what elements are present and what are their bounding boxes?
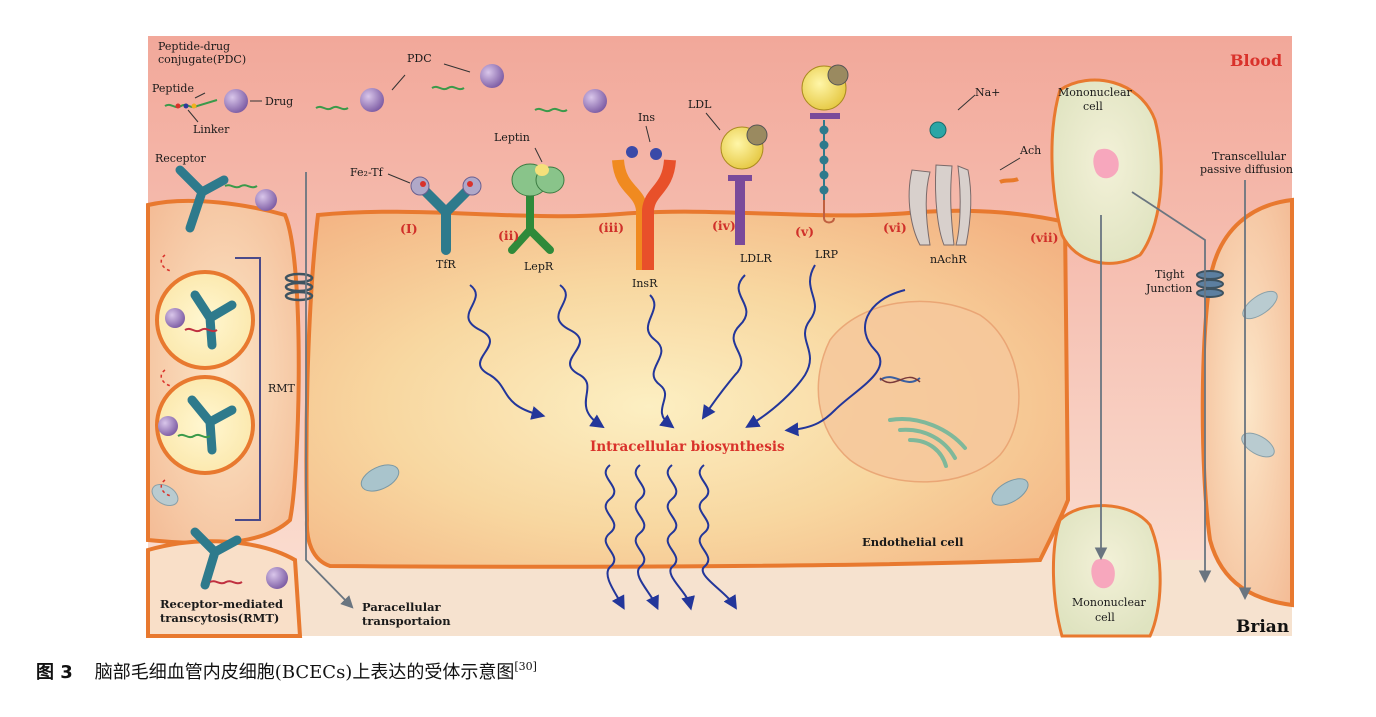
na-ion-icon xyxy=(929,121,947,139)
rmt-bracket xyxy=(235,257,261,521)
left-cell-bottom xyxy=(146,539,303,638)
receptor-name-lepr: LepR xyxy=(524,260,554,273)
blood-label: Blood xyxy=(1230,51,1282,70)
paracellular-line2: transportaion xyxy=(362,614,451,628)
mononuclear-top-line2: cell xyxy=(1083,100,1103,113)
receptor-roman-3: (iii) xyxy=(598,220,624,235)
receptor-roman-4: (iv) xyxy=(712,218,736,233)
leader-lines xyxy=(187,63,1021,184)
receptor-roman-5: (v) xyxy=(795,224,814,239)
paracellular-line1: Paracellular xyxy=(362,600,442,614)
nucleus xyxy=(817,300,1020,483)
ligand-fe2tf: Fe₂-Tf xyxy=(350,166,384,179)
receptor-roman-6: (vi) xyxy=(883,220,907,235)
rmt-caption-line1: Receptor-mediated xyxy=(160,597,283,611)
endothelial-cell-label: Endothelial cell xyxy=(862,535,964,549)
pdc-title-line1: Peptide-drug xyxy=(158,40,230,53)
ligand-leptin: Leptin xyxy=(494,131,530,144)
mononuclear-bottom-line1: Mononuclear xyxy=(1072,596,1147,609)
tight-junction-left xyxy=(284,272,314,302)
transcellular-line1: Transcellular xyxy=(1212,150,1287,163)
tfr-receptor-icon xyxy=(410,176,482,255)
ligand-ach: Ach xyxy=(1019,144,1041,157)
rmt-caption-line2: transcytosis(RMT) xyxy=(160,611,279,625)
receptor-roman-2: (ii) xyxy=(498,228,519,243)
pdc-title-line2: conjugate(PDC) xyxy=(158,53,246,66)
receptor-left-icon xyxy=(175,165,277,233)
ligand-na: Na+ xyxy=(975,86,1000,99)
nachr-channel-icon xyxy=(908,164,972,246)
golgi xyxy=(888,417,967,468)
paracellular-arrow xyxy=(305,172,354,609)
uptake-arrows xyxy=(467,264,906,437)
receptor-label: Receptor xyxy=(155,152,207,165)
mononuclear-nucleus-top xyxy=(1093,148,1119,179)
caption-reference: [30] xyxy=(514,660,537,673)
rmt-label: RMT xyxy=(268,382,296,395)
brain-label: Brian xyxy=(1236,617,1289,637)
linker-label: Linker xyxy=(193,123,230,136)
mononuclear-top-line1: Mononuclear xyxy=(1058,86,1133,99)
ligand-ldl: LDL xyxy=(688,98,712,111)
receptor-roman-1: (I) xyxy=(400,221,418,236)
pdc-legend-icon xyxy=(164,89,248,113)
dna-helix-2 xyxy=(879,376,921,384)
figure-number: 图 3 xyxy=(36,662,73,683)
receptor-name-tfr: TfR xyxy=(436,258,456,271)
tight-junction-line1: Tight xyxy=(1155,268,1185,281)
mononuclear-bottom-line2: cell xyxy=(1095,611,1115,624)
receptor-roman-7: (vii) xyxy=(1030,230,1059,245)
lrp-receptor-icon xyxy=(801,64,849,224)
receptor-bottom-icon xyxy=(190,527,288,590)
caption-text: 脑部毛细血管内皮细胞(BCECs)上表达的受体示意图 xyxy=(94,662,515,683)
export-arrows xyxy=(604,464,737,611)
pdc-label: PDC xyxy=(407,52,432,65)
figure-caption: 图 3 脑部毛细血管内皮细胞(BCECs)上表达的受体示意图[30] xyxy=(36,658,537,684)
pdc-molecule xyxy=(315,64,607,113)
peptide-label: Peptide xyxy=(152,82,194,95)
receptor-name-lrp: LRP xyxy=(815,248,839,261)
ach-molecule-icon xyxy=(999,177,1019,184)
ligand-ins: Ins xyxy=(638,111,655,124)
endothelial-cell xyxy=(304,208,1071,569)
tight-junction-right xyxy=(1196,270,1224,298)
receptor-name-insr: InsR xyxy=(632,277,658,290)
transcellular-arrows xyxy=(1094,180,1252,601)
drug-label: Drug xyxy=(265,95,293,108)
intracellular-biosynthesis-label: Intracellular biosynthesis xyxy=(590,439,785,455)
rmt-vesicle-2 xyxy=(155,375,255,475)
transcellular-line2: passive diffusion xyxy=(1200,163,1293,176)
receptor-name-nachr: nAchR xyxy=(930,253,967,266)
dashed-red-arrows xyxy=(160,254,172,497)
insr-receptor-icon xyxy=(612,146,676,270)
lepr-receptor-icon xyxy=(508,163,565,254)
mononuclear-nucleus-bottom xyxy=(1091,558,1115,589)
rmt-vesicle-1 xyxy=(155,270,255,370)
tight-junction-line2: Junction xyxy=(1145,282,1192,295)
mitochondrion xyxy=(151,290,1278,506)
ldlr-receptor-icon xyxy=(720,124,768,245)
receptor-name-ldlr: LDLR xyxy=(740,252,772,265)
right-cell xyxy=(1200,197,1294,608)
